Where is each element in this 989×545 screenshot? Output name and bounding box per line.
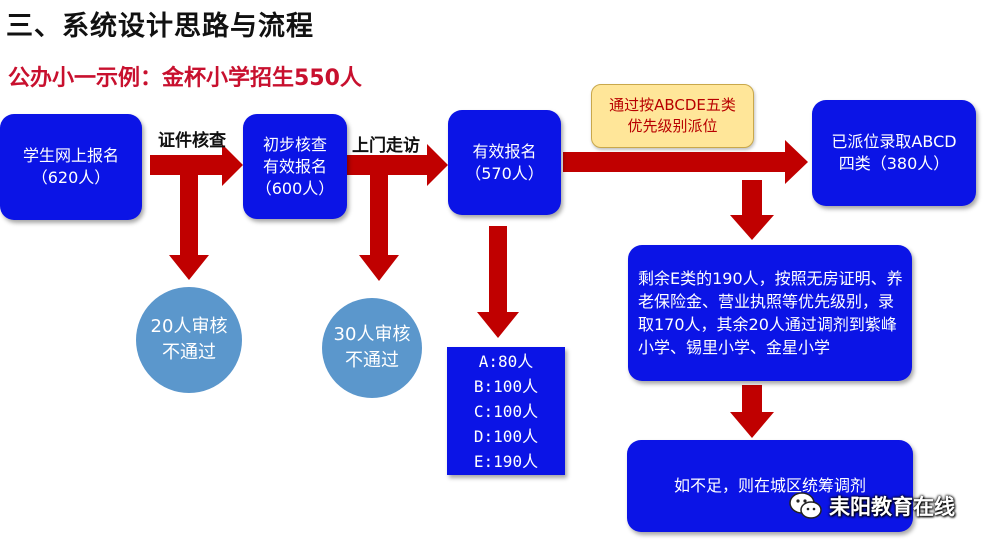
arrow-down-categories <box>477 226 519 338</box>
arrow-down-reject-2 <box>359 175 399 281</box>
category-d: D:100人 <box>473 426 539 446</box>
node-valid-registration: 有效报名 （570人） <box>448 110 561 215</box>
category-list: A:80人 B:100人 C:100人 D:100人 E:190人 <box>447 347 565 475</box>
wechat-icon <box>789 492 822 519</box>
category-b: B:100人 <box>473 376 539 396</box>
node-initial-check: 初步核查 有效报名 （600人） <box>243 114 347 219</box>
arrow-online-to-initial <box>150 144 243 186</box>
node-online-registration: 学生网上报名 （620人） <box>0 114 142 220</box>
label-check-docs: 证件核查 <box>158 131 226 151</box>
page-title: 三、系统设计思路与流程 <box>6 11 314 42</box>
reject-circle-2: 30人审核 不通过 <box>322 298 422 398</box>
watermark-text: 耒阳教育在线 <box>829 495 955 519</box>
page-subtitle: 公办小一示例：金杯小学招生550人 <box>8 66 362 91</box>
watermark: 耒阳教育在线 <box>789 491 955 521</box>
arrow-initial-to-valid <box>347 144 448 186</box>
category-c: C:100人 <box>473 401 539 421</box>
reject-circle-1: 20人审核 不通过 <box>136 287 242 393</box>
node-remaining-e: 剩余E类的190人，按照无房证明、养老保险金、营业执照等优先级别，录取170人，… <box>628 245 912 381</box>
node-insufficient: 如不足，则在城区统筹调剂 <box>627 440 913 532</box>
category-e: E:190人 <box>473 451 539 471</box>
label-home-visit: 上门走访 <box>352 136 420 156</box>
arrow-valid-to-assigned <box>563 140 808 184</box>
arrow-down-remaining <box>730 180 774 240</box>
priority-note: 通过按ABCDE五类 优先级别派位 <box>591 84 754 148</box>
category-a: A:80人 <box>478 351 534 371</box>
node-assigned: 已派位录取ABCD 四类（380人） <box>812 100 976 206</box>
arrow-down-reject-1 <box>169 175 209 280</box>
arrow-down-insufficient <box>730 385 774 438</box>
